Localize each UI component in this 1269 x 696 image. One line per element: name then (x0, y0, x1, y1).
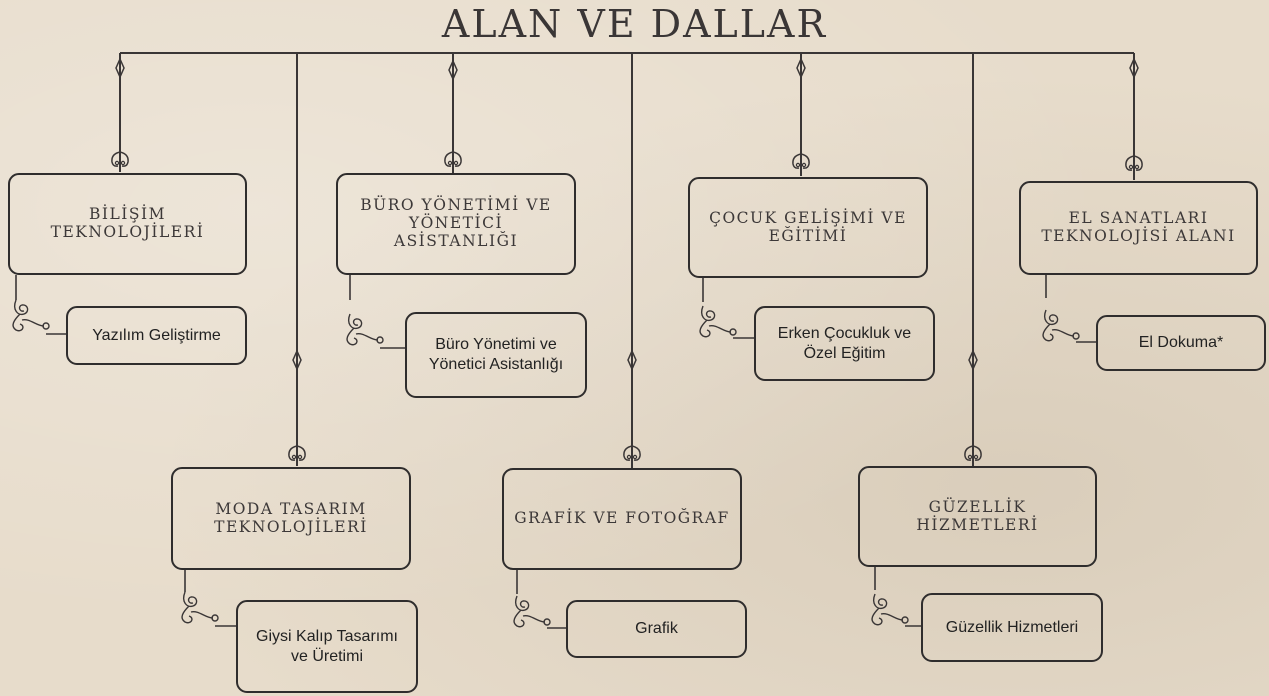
branch-box-guzellik: Güzellik Hizmetleri (921, 593, 1103, 662)
area-label: GÜZELLİK HİZMETLERİ (916, 497, 1039, 534)
branch-label: Erken Çocukluk ve Özel Eğitim (777, 324, 912, 362)
area-box-moda: MODA TASARIM TEKNOLOJİLERİ (171, 467, 411, 570)
branch-label: Yazılım Geliştirme (92, 326, 221, 344)
branch-box-buro: Büro Yönetimi ve Yönetici Asistanlığı (405, 312, 587, 398)
branch-label: Büro Yönetimi ve Yönetici Asistanlığı (428, 336, 564, 373)
area-box-guzellik: GÜZELLİK HİZMETLERİ (858, 466, 1097, 567)
area-label: ÇOCUK GELİŞİMİ VE EĞİTİMİ (709, 208, 907, 245)
branch-box-el-dokuma: El Dokuma* (1096, 315, 1266, 371)
area-label: EL SANATLARI TEKNOLOJİSİ ALANI (1041, 209, 1236, 245)
branch-label: Güzellik Hizmetleri (945, 618, 1079, 636)
diagram-title: ALAN VE DALLAR (441, 2, 828, 46)
area-box-bilisim: BİLİŞİM TEKNOLOJİLERİ (8, 173, 247, 275)
diamond-ornaments (115, 58, 1139, 370)
branch-label: El Dokuma* (1138, 334, 1224, 352)
area-label: MODA TASARIM TEKNOLOJİLERİ (214, 499, 368, 536)
branch-box-grafik: Grafik (566, 600, 747, 658)
branch-box-giysi: Giysi Kalıp Tasarımı ve Üretimi (236, 600, 418, 693)
branch-label: Grafik (635, 620, 678, 638)
branch-box-erken-cocukluk: Erken Çocukluk ve Özel Eğitim (754, 306, 935, 381)
area-box-el-sanatlari: EL SANATLARI TEKNOLOJİSİ ALANI (1019, 181, 1258, 275)
area-box-grafik: GRAFİK VE FOTOĞRAF (502, 468, 742, 570)
scroll-ornaments (111, 151, 1143, 461)
area-label: BİLİŞİM TEKNOLOJİLERİ (50, 205, 205, 241)
branch-box-yazilim: Yazılım Geliştirme (66, 306, 247, 365)
branch-label: Giysi Kalıp Tasarımı ve Üretimi (256, 627, 398, 665)
area-box-buro: BÜRO YÖNETİMİ VE YÖNETİCİ ASİSTANLIĞI (336, 173, 576, 275)
area-label: GRAFİK VE FOTOĞRAF (514, 509, 730, 528)
area-label: BÜRO YÖNETİMİ VE YÖNETİCİ ASİSTANLIĞI (360, 196, 552, 250)
area-box-cocuk: ÇOCUK GELİŞİMİ VE EĞİTİMİ (688, 177, 928, 278)
